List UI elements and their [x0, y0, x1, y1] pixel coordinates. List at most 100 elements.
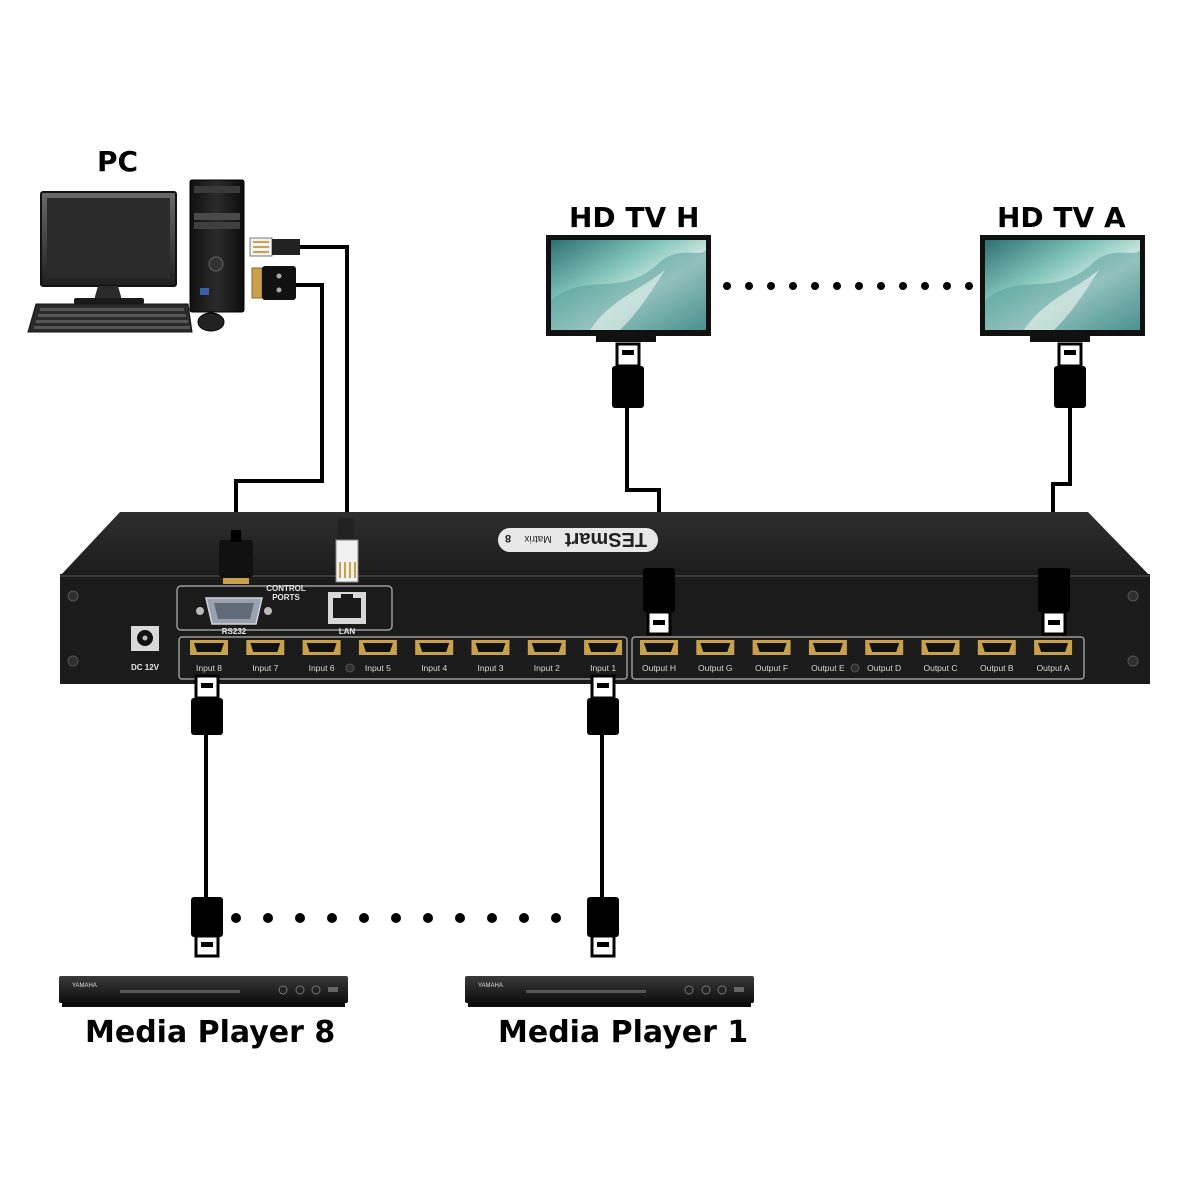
- input-port-label: Input 7: [252, 663, 278, 673]
- output-port-label: Output F: [755, 663, 788, 673]
- output-port: Output B: [977, 640, 1016, 673]
- tv-h-label: HD TV H: [569, 201, 699, 234]
- input-port: Input 4: [415, 640, 454, 673]
- input-port-label: Input 6: [309, 663, 335, 673]
- input-port: Input 5: [358, 640, 397, 673]
- input-port: Input 7: [246, 640, 285, 673]
- rs232-plug-pc: [251, 266, 296, 300]
- hdmi-plug-output-a: [1038, 568, 1070, 636]
- output-port-label: Output B: [980, 663, 1014, 673]
- media-player-8-label: Media Player 8: [85, 1015, 335, 1050]
- input-port-socket: [475, 643, 506, 652]
- input-port-socket: [250, 643, 281, 652]
- control-ports-label-2: PORTS: [272, 593, 300, 602]
- media-player-8: YAMAHA: [59, 976, 348, 1007]
- output-port-label: Output H: [642, 663, 676, 673]
- input-port-socket: [531, 643, 562, 652]
- output-port-label: Output D: [867, 663, 901, 673]
- lan-plug-device: [335, 518, 359, 583]
- output-port-socket: [869, 643, 900, 652]
- input-group-outline: [178, 636, 628, 680]
- tv-a-label: HD TV A: [997, 201, 1126, 234]
- pc-monitor-screen: [47, 198, 170, 278]
- output-port-socket: [1038, 643, 1069, 652]
- rs232-plug-device: [219, 530, 253, 584]
- output-port-label: Output C: [923, 663, 957, 673]
- hdmi-plug-output-h: [643, 568, 675, 636]
- input-port-socket: [588, 643, 619, 652]
- device-model: Matrix: [524, 533, 551, 544]
- output-group-outline: [631, 636, 1085, 680]
- input-port-label: Input 8: [196, 663, 222, 673]
- player-8-brand: YAMAHA: [72, 983, 97, 989]
- output-port-socket: [925, 643, 956, 652]
- output-port-label: Output E: [811, 663, 845, 673]
- lan-label: LAN: [339, 627, 356, 636]
- input-port: Input 6: [302, 640, 341, 673]
- input-port-label: Input 4: [421, 663, 447, 673]
- device-front: [60, 574, 1150, 684]
- input-port-label: Input 5: [365, 663, 391, 673]
- input-port-socket: [306, 643, 337, 652]
- output-ports: Output H Output G Output F Output E Output D…: [640, 640, 1073, 673]
- output-port: Output E: [808, 640, 847, 673]
- input-port-label: Input 3: [478, 663, 504, 673]
- hdmi-plug-input-8: [191, 674, 223, 735]
- output-port-socket: [981, 643, 1012, 652]
- output-port-socket: [700, 643, 731, 652]
- output-port: Output C: [921, 640, 960, 673]
- player-ellipsis-dots: [231, 913, 561, 923]
- output-port: Output H: [640, 640, 678, 673]
- hdmi-plug-tv-h: [612, 342, 644, 408]
- input-port: Input 8: [190, 640, 228, 673]
- tv-ellipsis-dots: [723, 282, 973, 290]
- input-port-label: Input 2: [534, 663, 560, 673]
- dc-label: DC 12V: [131, 663, 160, 672]
- keyboard-keys: [34, 308, 190, 329]
- lan-port: LAN: [328, 592, 366, 636]
- pc-mouse: [197, 312, 225, 332]
- device-logo: TESmart Matrix 8: [498, 528, 658, 552]
- rs232-port: RS232: [196, 597, 272, 636]
- output-port-socket: [644, 643, 674, 652]
- hdmi-plug-player-8: [191, 897, 223, 958]
- hdmi-matrix-switch: TESmart Matrix 8 DC 12V CONTROL PORTS: [60, 512, 1150, 684]
- output-port: Output D: [865, 640, 904, 673]
- control-ports-panel: CONTROL PORTS RS232 LAN: [176, 584, 393, 636]
- output-port-socket: [756, 643, 787, 652]
- device-model-badge: 8: [505, 532, 511, 544]
- control-ports-label-1: CONTROL: [266, 584, 306, 593]
- input-port-socket: [419, 643, 450, 652]
- input-port-socket: [362, 643, 393, 652]
- output-port: Output G: [696, 640, 735, 673]
- output-port-label: Output A: [1037, 663, 1070, 673]
- pc-computer: [27, 179, 245, 333]
- pc-cables: [234, 245, 349, 540]
- tv-a: [980, 235, 1145, 342]
- tv-h: [546, 235, 711, 342]
- output-port-label: Output G: [698, 663, 733, 673]
- hdmi-plug-player-1: [587, 897, 619, 958]
- player-cables: [204, 735, 604, 897]
- output-port: Output A: [1034, 640, 1073, 673]
- dc-power-jack: DC 12V: [131, 626, 160, 672]
- device-screws: [67, 590, 1139, 673]
- rs232-label: RS232: [222, 627, 247, 636]
- input-port-socket: [194, 643, 224, 652]
- hdmi-plug-input-1: [587, 674, 619, 735]
- media-player-1-label: Media Player 1: [498, 1015, 748, 1050]
- output-port-socket: [812, 643, 843, 652]
- input-port: Input 1: [584, 640, 623, 673]
- input-port: Input 3: [471, 640, 510, 673]
- device-brand: TESmart: [565, 528, 648, 550]
- input-port-label: Input 1: [590, 663, 616, 673]
- hdmi-plug-tv-a: [1054, 342, 1086, 408]
- input-ports: Input 8 Input 7 Input 6 Input 5 Input 4 Input…: [190, 640, 623, 673]
- output-port: Output F: [752, 640, 791, 673]
- pc-label: PC: [97, 145, 138, 178]
- pc-monitor-stand: [94, 286, 122, 300]
- media-player-1: YAMAHA: [465, 976, 754, 1007]
- input-port: Input 2: [527, 640, 566, 673]
- pc-tower: [189, 179, 245, 313]
